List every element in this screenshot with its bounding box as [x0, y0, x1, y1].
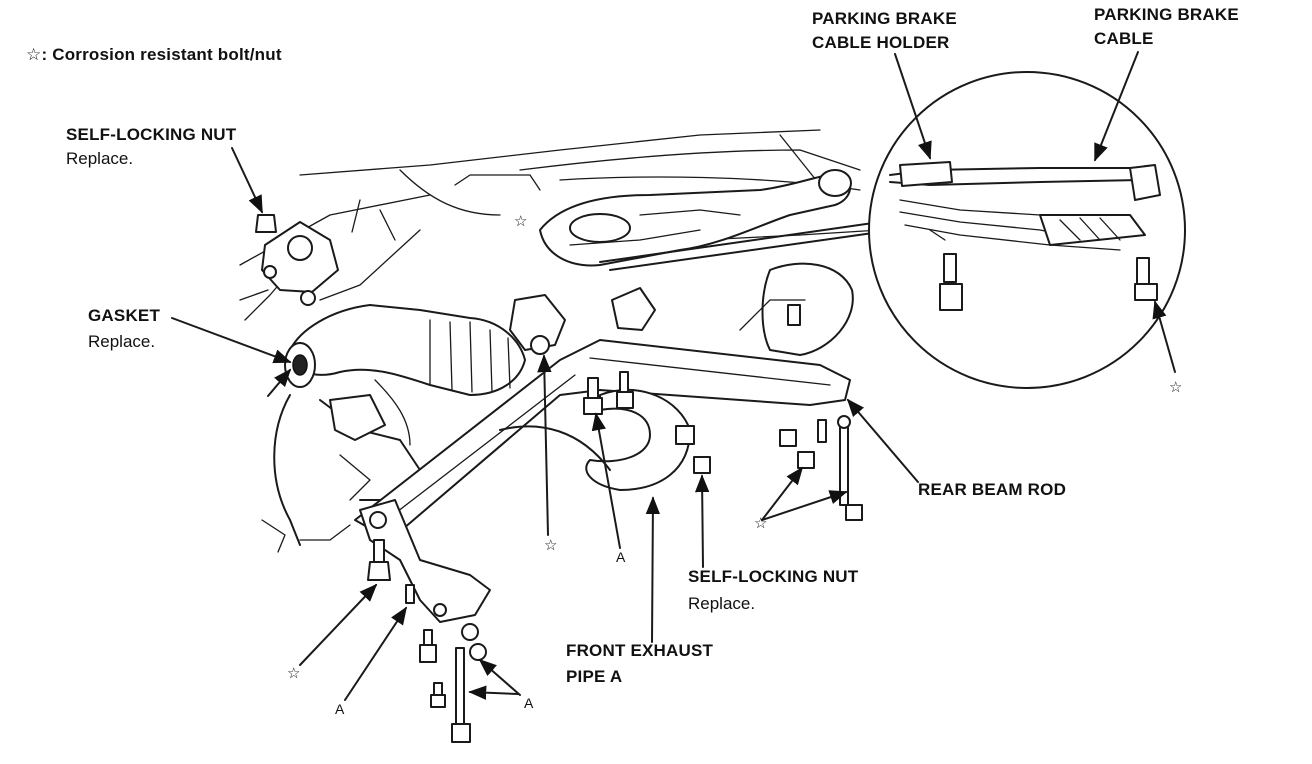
lower-mount-bracket — [359, 499, 491, 623]
front-knuckle — [261, 379, 421, 553]
legend: ☆: Corrosion resistant bolt/nut — [26, 44, 282, 66]
label-parking-brake-cable-1: PARKING BRAKE — [1094, 5, 1239, 24]
letter-a-lower-left: A — [335, 701, 345, 717]
star-marker-rear: ☆ — [754, 515, 768, 532]
label-parking-brake-cable-2: CABLE — [1094, 29, 1154, 48]
star-marker-inset: ☆ — [1169, 379, 1183, 396]
label-front-exhaust-pipe-2: PIPE A — [566, 667, 623, 686]
leader-lines — [171, 51, 1176, 701]
catalytic-converter — [284, 304, 526, 396]
inset-bolt-left — [939, 253, 963, 311]
rear-trailing-arm — [539, 169, 881, 271]
label-parking-brake-cable-holder-1: PARKING BRAKE — [812, 9, 957, 28]
bolt-rear-rod — [837, 415, 863, 521]
label-front-exhaust-pipe-1: FRONT EXHAUST — [566, 641, 714, 660]
star-marker-lower-left: ☆ — [287, 665, 301, 682]
nut-pair — [461, 623, 487, 661]
note-gasket: Replace. — [88, 332, 156, 351]
front-exhaust-pipe — [354, 339, 851, 541]
label-self-locking-nut-top: SELF-LOCKING NUT — [66, 125, 237, 144]
bolt-rear-1 — [779, 429, 815, 469]
bolt-rear-2 — [817, 419, 827, 443]
nut-center-c — [675, 425, 711, 474]
note-self-locking-nut-top: Replace. — [66, 149, 134, 168]
note-self-locking-nut-bottom: Replace. — [688, 594, 756, 613]
label-parking-brake-cable-holder-2: CABLE HOLDER — [812, 33, 950, 52]
catalytic-flange-top — [239, 214, 339, 306]
legend-text: : Corrosion resistant bolt/nut — [41, 45, 282, 64]
rear-beam-bracket — [739, 262, 854, 356]
letter-a-lower-right: A — [524, 695, 534, 711]
label-gasket: GASKET — [88, 306, 161, 325]
letter-a-center: A — [616, 549, 626, 565]
bolt-center-b — [616, 371, 634, 409]
bolt-long-rod — [451, 647, 471, 743]
hanger-bracket — [509, 287, 656, 355]
star-marker-center: ☆ — [544, 537, 558, 554]
bolt-lower-left — [367, 539, 391, 581]
label-self-locking-nut-bottom: SELF-LOCKING NUT — [688, 567, 859, 586]
bolt-lower-2 — [405, 584, 415, 604]
star-marker-top-bracket: ☆ — [514, 213, 528, 230]
bolt-small-bottom — [430, 682, 446, 708]
label-rear-beam-rod: REAR BEAM ROD — [918, 480, 1067, 499]
inset-bolt-right — [1134, 257, 1158, 301]
bolt-lower-3 — [419, 629, 437, 663]
legend-star-icon: ☆ — [26, 45, 42, 64]
